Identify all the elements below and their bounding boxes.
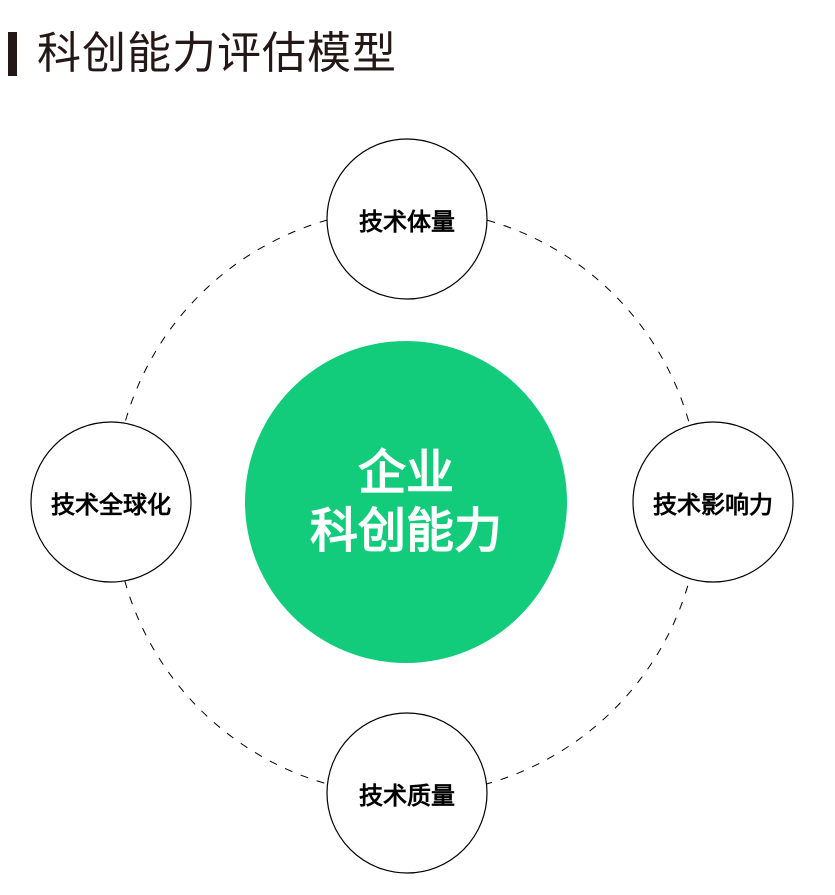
core-label-line2: 科创能力	[309, 503, 502, 559]
node-label-right: 技术影响力	[653, 490, 773, 519]
node-circle-left	[30, 421, 192, 583]
core-label: 企业 科创能力	[245, 341, 567, 663]
node-circle-top	[326, 138, 488, 300]
node-label-top: 技术体量	[359, 207, 455, 236]
page-title: 科创能力评估模型	[8, 28, 397, 80]
node-circle-bottom	[326, 712, 488, 874]
title-text: 科创能力评估模型	[37, 28, 397, 79]
node-label-bottom: 技术质量	[359, 781, 455, 810]
title-accent-bar	[8, 32, 17, 76]
core-circle	[245, 341, 567, 663]
core-label-line1: 企业	[357, 445, 454, 501]
node-label-left: 技术全球化	[51, 490, 171, 519]
node-circle-right	[632, 421, 794, 583]
